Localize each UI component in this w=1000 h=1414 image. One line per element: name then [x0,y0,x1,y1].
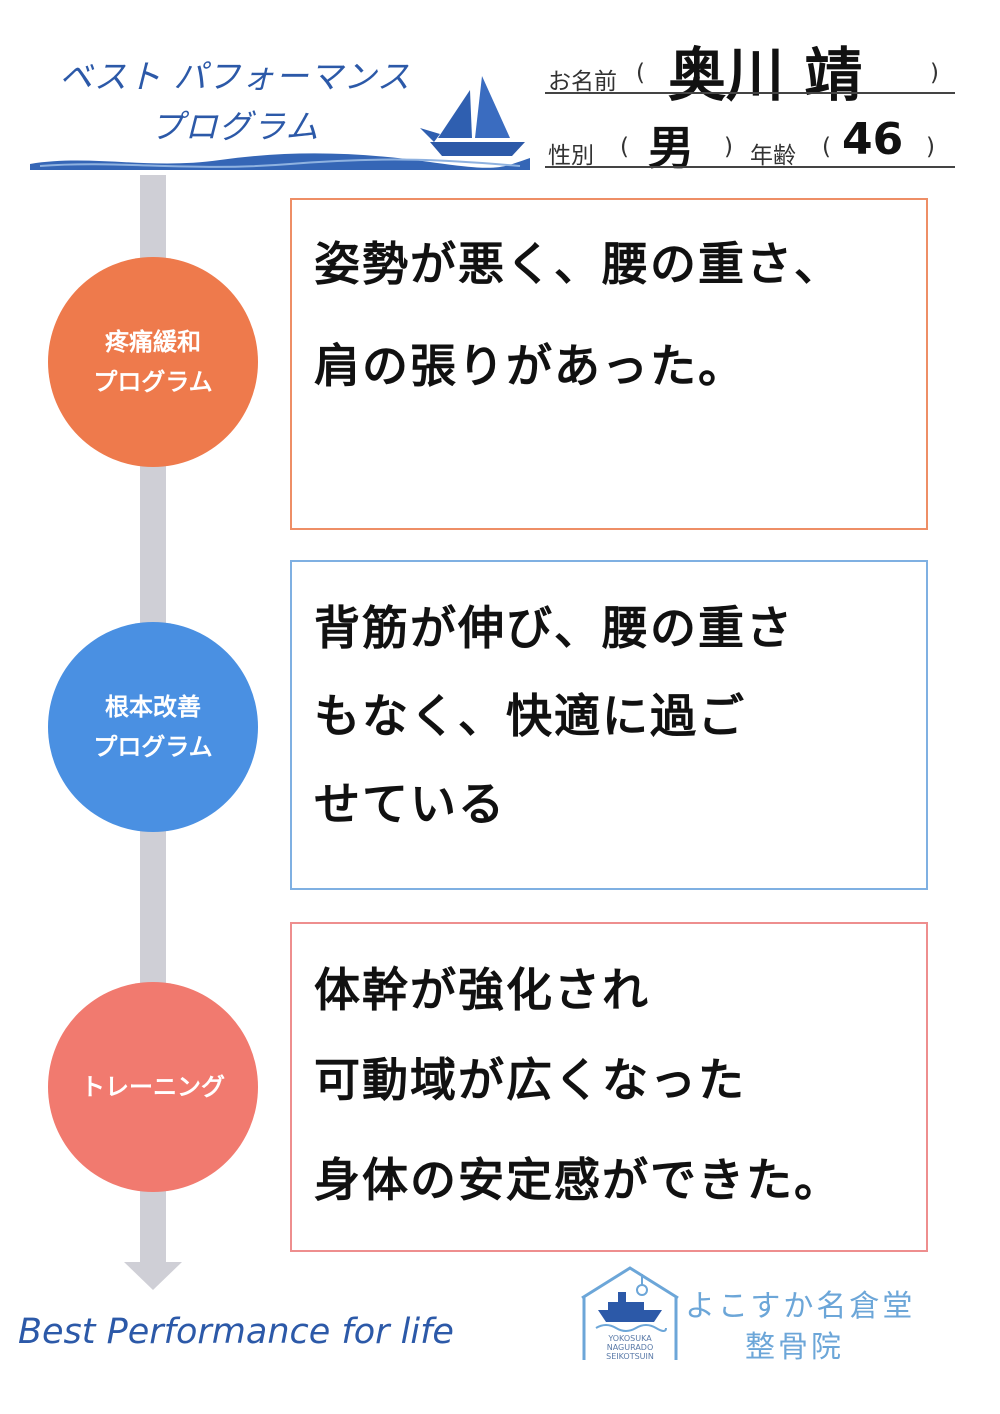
age-value: 46 [842,114,904,165]
clinic-logo-ship-icon [581,1266,679,1360]
name-value: 奥川 靖 [668,41,863,109]
name-paren-open: ( [636,60,645,86]
program-badge-line2: プログラム [93,733,213,761]
program-badge-line1: 根本改善 [105,693,201,721]
gender-age-underline [545,166,955,168]
program-title-line1: ベスト パフォーマンス [59,57,411,96]
program-badge-line2: プログラム [93,368,213,396]
comment-line: もなく、快適に過ご [314,689,746,743]
sailboat-icon [420,76,525,156]
name-label: お名前 [548,69,617,95]
root-improvement-program-badge: 根本改善 プログラム [48,622,258,832]
clinic-logo-text: YOKOSUKA NAGURADO SEIKOTSUIN [588,1334,672,1361]
pain-relief-comment-box: 姿勢が悪く、腰の重さ、 肩の張りがあった。 [290,198,928,530]
program-title-line2: プログラム [150,107,320,146]
name-underline [545,92,955,94]
age-paren-close: ) [926,134,935,160]
comment-line: 肩の張りがあった。 [314,339,746,393]
training-comment-box: 体幹が強化され 可動域が広くなった 身体の安定感ができた。 [290,922,928,1252]
clinic-name-line2: 整骨院 [745,1330,844,1365]
logo-text-line: YOKOSUKA [608,1334,652,1343]
clinic-name-line1: よこすか名倉堂 [685,1289,916,1324]
name-paren-close: ) [930,60,939,86]
gender-label: 性別 [548,143,594,169]
logo-text-line: NAGURADO [606,1343,654,1352]
comment-line: せている [314,777,506,831]
program-badge-line1: 疼痛緩和 [105,328,201,356]
footer-tagline: Best Performance for life [18,1312,454,1352]
comment-line: 身体の安定感ができた。 [314,1153,842,1207]
gender-paren-open: ( [620,134,629,160]
comment-line: 背筋が伸び、腰の重さ [314,601,794,655]
training-program-badge: トレーニング [48,982,258,1192]
comment-line: 可動域が広くなった [314,1053,746,1107]
logo-text-line: SEIKOTSUIN [606,1352,654,1361]
root-improvement-comment-box: 背筋が伸び、腰の重さ もなく、快適に過ご せている [290,560,928,890]
comment-line: 姿勢が悪く、腰の重さ、 [314,237,842,291]
wave-decoration [30,153,530,170]
timeline-arrow-down-icon [124,1262,182,1290]
gender-value: 男 [648,121,694,175]
program-badge-line1: トレーニング [81,1073,225,1101]
comment-line: 体幹が強化され [314,963,650,1017]
age-label: 年齢 [750,143,796,169]
gender-paren-close: ) [724,134,733,160]
age-paren-open: ( [822,134,831,160]
pain-relief-program-badge: 疼痛緩和 プログラム [48,257,258,467]
